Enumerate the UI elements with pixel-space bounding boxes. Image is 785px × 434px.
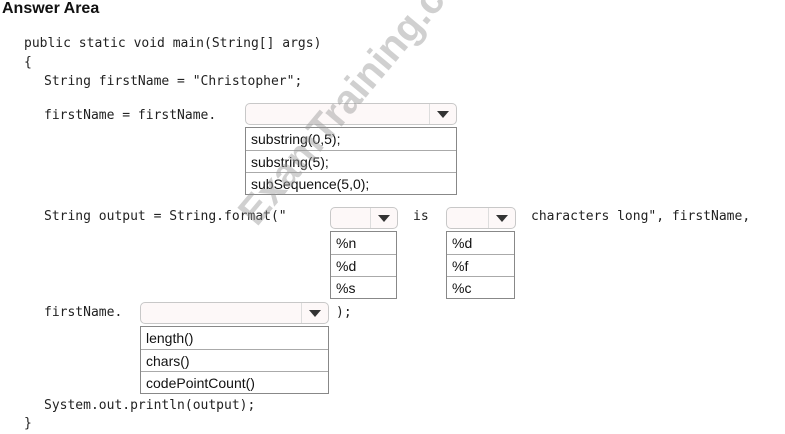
method-options: substring(0,5); substring(5); subSequenc… xyxy=(245,127,457,195)
chevron-down-icon[interactable] xyxy=(301,303,328,323)
option[interactable]: codePointCount() xyxy=(141,371,328,393)
option[interactable]: substring(5); xyxy=(246,150,456,172)
option[interactable]: chars() xyxy=(141,349,328,371)
code-line: firstName. xyxy=(44,305,123,320)
option[interactable]: substring(0,5); xyxy=(251,131,341,147)
format2-options: %d %f %c xyxy=(446,231,515,299)
option[interactable]: subSequence(5,0); xyxy=(246,172,456,194)
code-line: System.out.println(output); xyxy=(44,398,256,413)
code-line: public static void main(String[] args) xyxy=(24,36,322,51)
length-dropdown[interactable] xyxy=(140,302,329,324)
option[interactable]: %s xyxy=(331,276,396,298)
option[interactable]: %f xyxy=(447,254,514,276)
code-text: is xyxy=(413,209,429,224)
code-text: ); xyxy=(336,305,352,320)
length-options: length() chars() codePointCount() xyxy=(140,326,329,394)
format2-dropdown[interactable] xyxy=(446,207,516,229)
code-text: characters long", firstName, xyxy=(531,209,751,224)
answer-area-title: Answer Area xyxy=(2,0,100,17)
option[interactable]: %d xyxy=(452,235,473,251)
code-line: firstName = firstName. xyxy=(44,108,217,123)
chevron-down-icon[interactable] xyxy=(370,208,397,228)
chevron-down-icon[interactable] xyxy=(429,104,456,124)
format1-dropdown[interactable] xyxy=(330,207,398,229)
option[interactable]: %d xyxy=(331,254,396,276)
code-line: String firstName = "Christopher"; xyxy=(44,74,303,89)
code-line: { xyxy=(24,55,32,70)
option[interactable]: length() xyxy=(146,330,194,346)
option[interactable]: %n xyxy=(336,235,357,251)
format1-options: %n %d %s xyxy=(330,231,397,299)
chevron-down-icon[interactable] xyxy=(488,208,515,228)
code-line: String output = String.format(" xyxy=(44,209,287,224)
code-line: } xyxy=(24,416,32,431)
option[interactable]: %c xyxy=(447,276,514,298)
method-dropdown[interactable] xyxy=(245,103,457,125)
